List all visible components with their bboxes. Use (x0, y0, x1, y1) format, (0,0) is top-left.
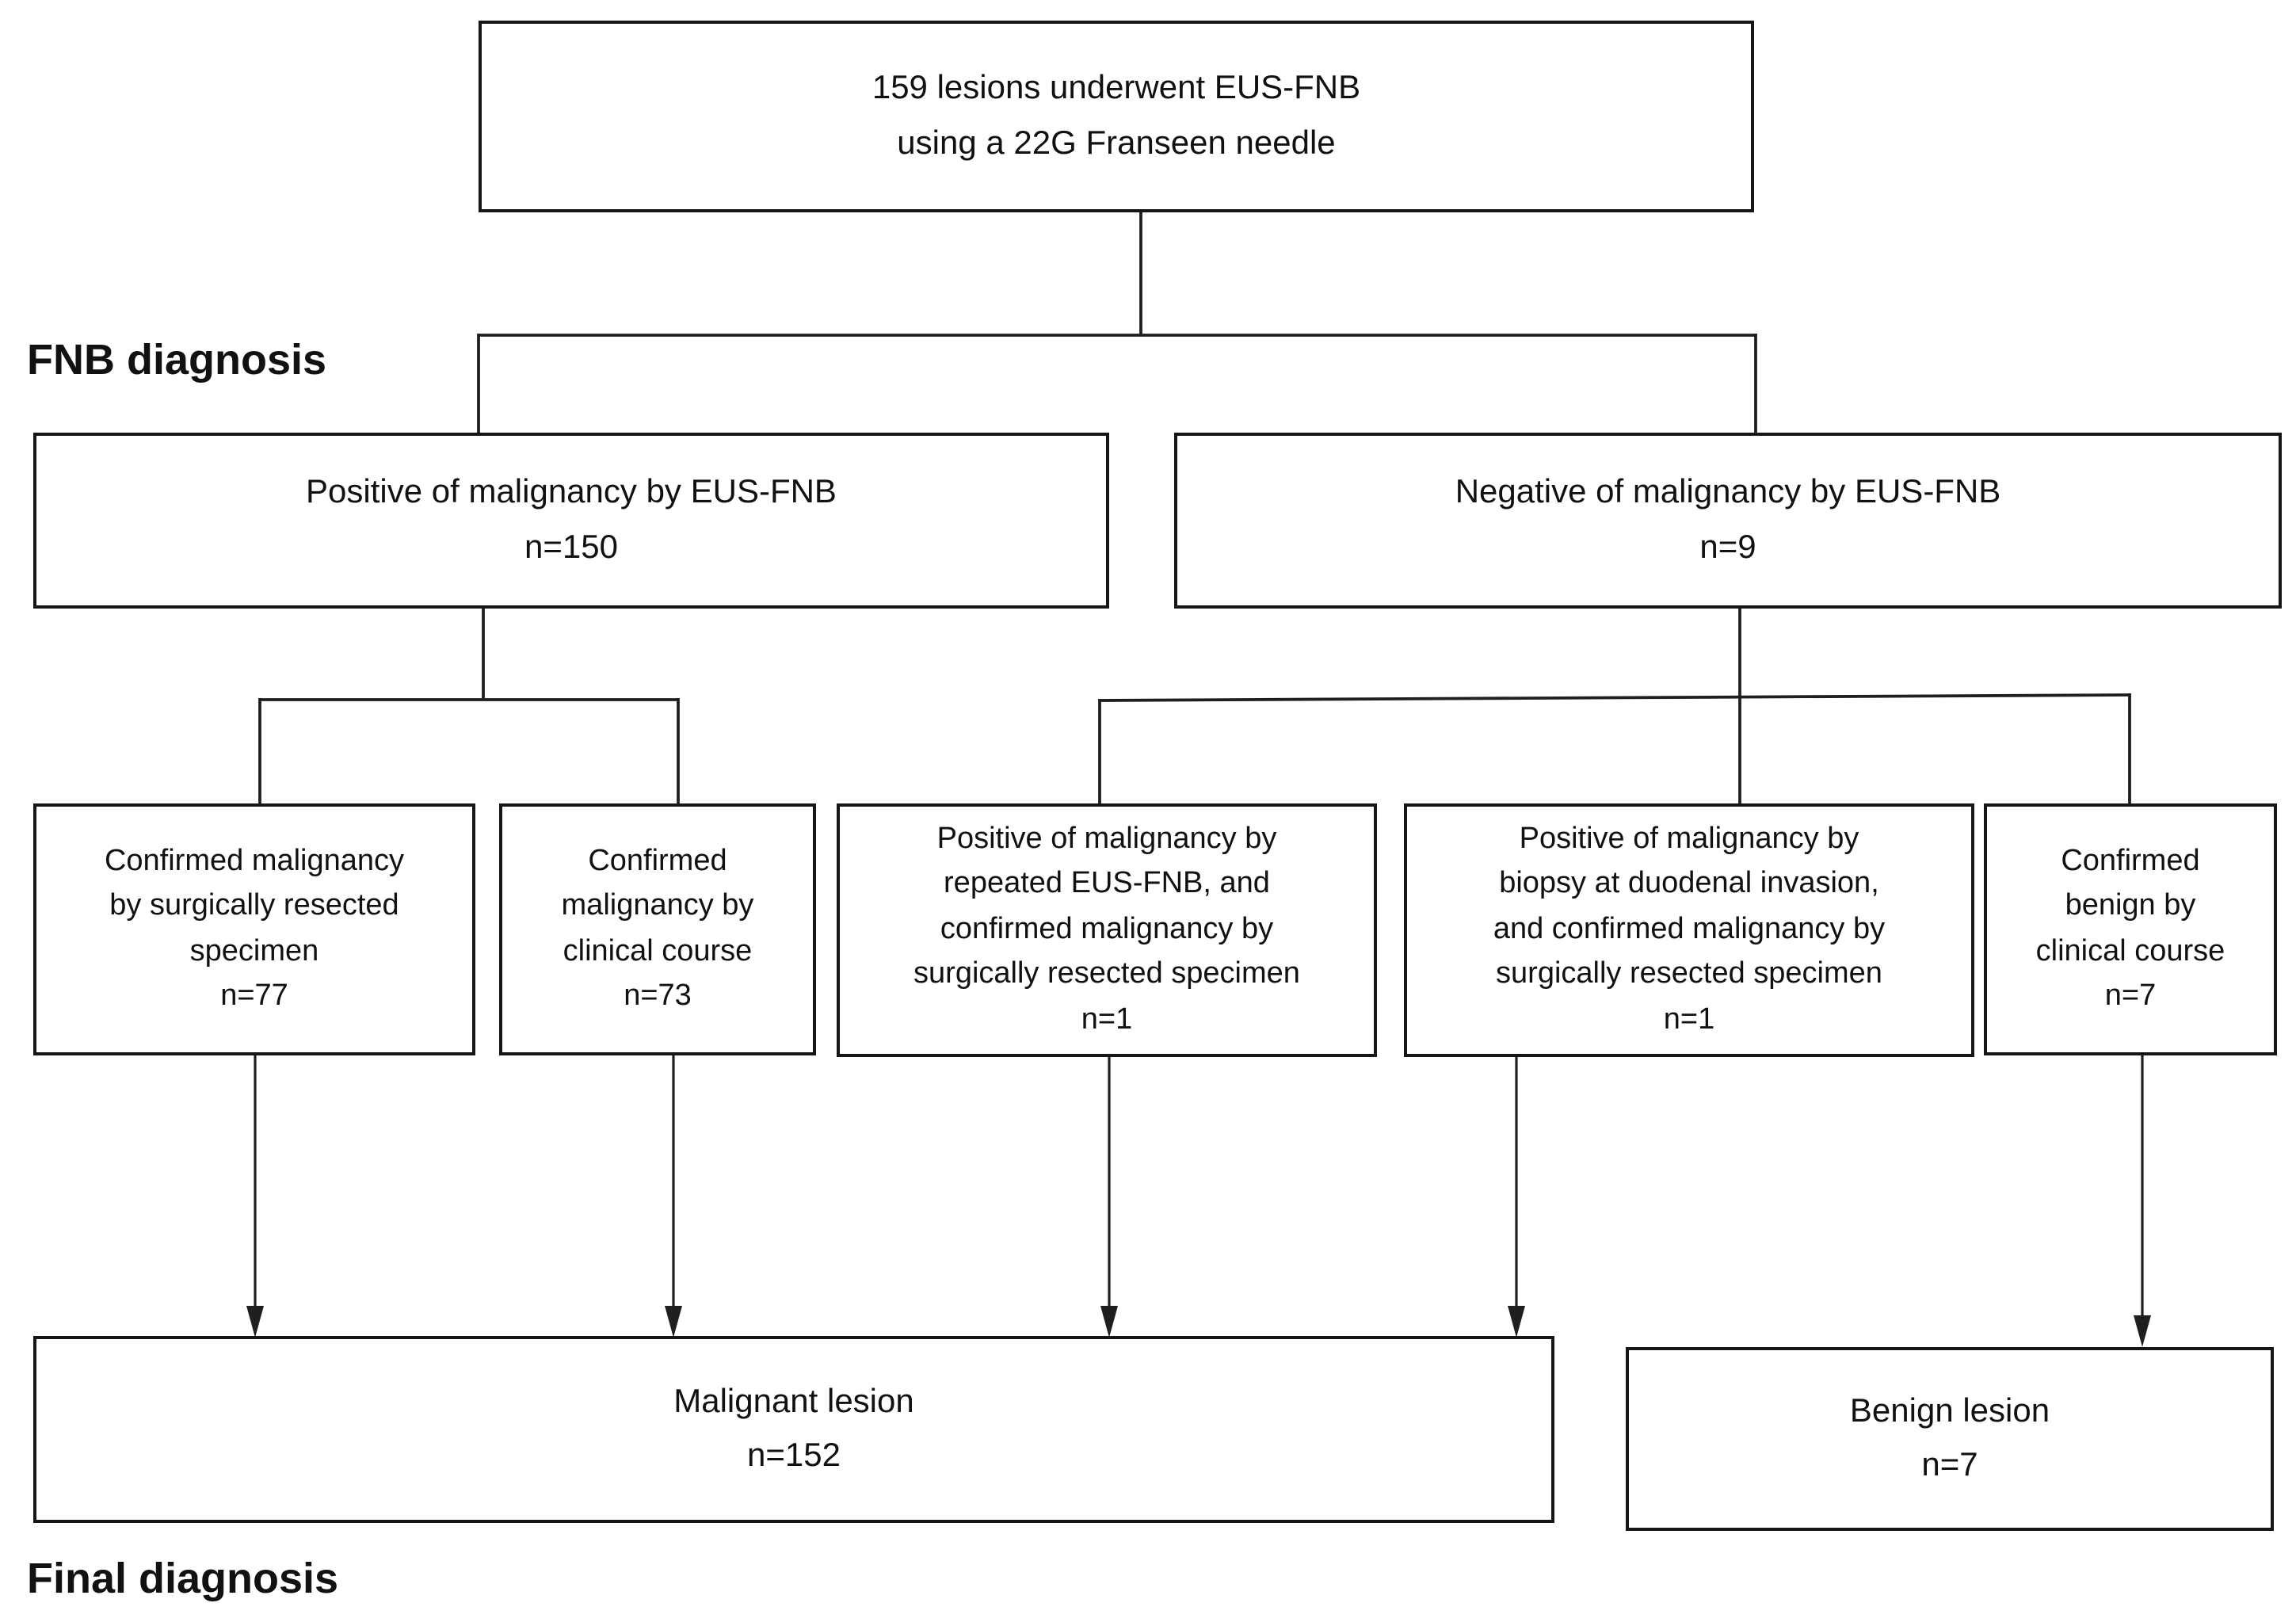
node-confirmed-malignancy-surgical-text: Confirmed malignancy by surgically resec… (104, 844, 405, 1013)
node-benign-lesion-text: Benign lesion n=7 (1849, 1392, 2050, 1483)
arrowhead-benign-clinical-to-benign (2134, 1315, 2151, 1347)
node-duodenal-biopsy-surgical-text: Positive of malignancy by biopsy at duod… (1493, 822, 1886, 1036)
connector-negative-distributor (1099, 693, 2130, 702)
label-final-diagnosis: Final diagnosis (27, 1555, 339, 1602)
node-fnb-negative: Negative of malignancy by EUS-FNB n=9 (1174, 433, 2282, 609)
node-fnb-negative-text: Negative of malignancy by EUS-FNB n=9 (1455, 474, 2001, 565)
node-repeated-fnb-surgical-text: Positive of malignancy by repeated EUS-F… (913, 822, 1300, 1036)
node-duodenal-biopsy-surgical: Positive of malignancy by biopsy at duod… (1404, 803, 1974, 1057)
arrowhead-repeated-fnb-to-malignant (1100, 1306, 1118, 1338)
node-fnb-positive: Positive of malignancy by EUS-FNB n=150 (33, 433, 1109, 609)
label-fnb-diagnosis: FNB diagnosis (27, 336, 327, 384)
arrowhead-surgical-to-malignant (246, 1306, 264, 1338)
node-confirmed-malignancy-clinical-text: Confirmed malignancy by clinical course … (561, 844, 754, 1013)
node-lesions-total-text: 159 lesions underwent EUS-FNB using a 22… (871, 70, 1361, 161)
node-fnb-positive-text: Positive of malignancy by EUS-FNB n=150 (306, 474, 837, 565)
node-confirmed-malignancy-surgical: Confirmed malignancy by surgically resec… (33, 803, 475, 1055)
node-confirmed-malignancy-clinical: Confirmed malignancy by clinical course … (499, 803, 816, 1055)
node-repeated-fnb-surgical: Positive of malignancy by repeated EUS-F… (837, 803, 1377, 1057)
node-lesions-total: 159 lesions underwent EUS-FNB using a 22… (479, 21, 1754, 212)
node-malignant-lesion-text: Malignant lesion n=152 (673, 1383, 914, 1474)
node-confirmed-benign-clinical: Confirmed benign by clinical course n=7 (1984, 803, 2277, 1055)
arrowhead-duodenal-to-malignant (1508, 1306, 1525, 1338)
node-malignant-lesion: Malignant lesion n=152 (33, 1336, 1554, 1523)
node-confirmed-benign-clinical-text: Confirmed benign by clinical course n=7 (2035, 844, 2225, 1013)
arrowhead-clinical-to-malignant (665, 1306, 682, 1338)
node-benign-lesion: Benign lesion n=7 (1626, 1347, 2274, 1531)
